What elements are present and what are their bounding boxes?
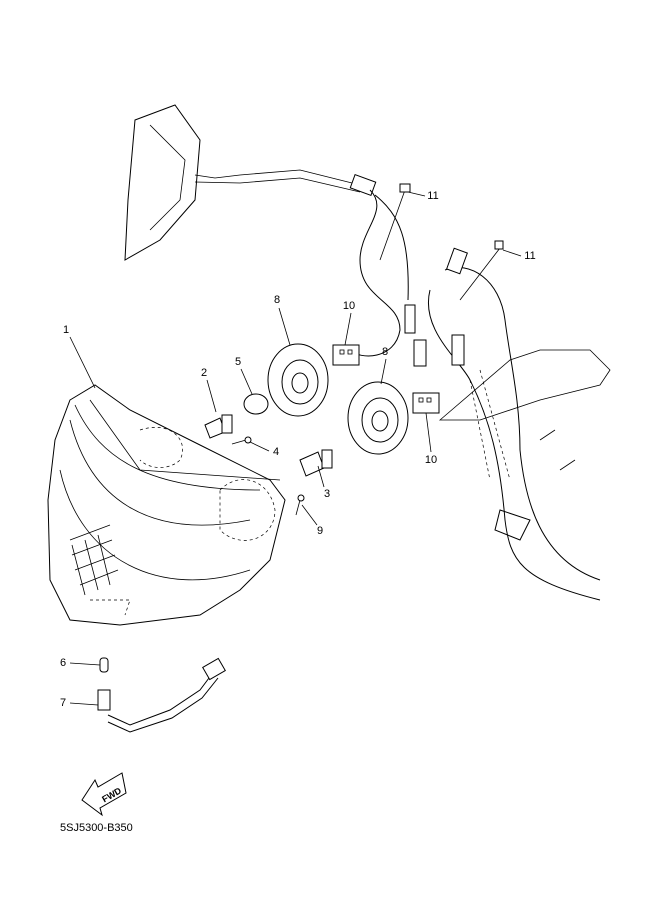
part-label-8: 8 bbox=[381, 346, 389, 358]
bulb-sockets bbox=[267, 343, 409, 455]
part-label-4: 4 bbox=[272, 446, 280, 458]
part-label-8: 8 bbox=[273, 294, 281, 306]
part-label-6: 6 bbox=[59, 657, 67, 669]
position-lamp bbox=[97, 657, 226, 733]
leader-lines bbox=[69, 191, 522, 706]
part-label-9: 9 bbox=[316, 525, 324, 537]
fwd-arrow-icon: FWD bbox=[81, 772, 127, 817]
wiring-harness bbox=[349, 183, 611, 601]
connectors bbox=[332, 344, 440, 414]
part-label-3: 3 bbox=[323, 488, 331, 500]
part-label-7: 7 bbox=[59, 697, 67, 709]
part-label-11: 11 bbox=[427, 190, 439, 202]
part-label-1: 1 bbox=[62, 324, 70, 336]
part-label-11: 11 bbox=[524, 250, 536, 262]
part-label-5: 5 bbox=[234, 356, 242, 368]
small-parts bbox=[204, 393, 333, 516]
part-label-2: 2 bbox=[200, 367, 208, 379]
headlight-assembly bbox=[47, 384, 286, 626]
upper-cover bbox=[124, 104, 377, 261]
drawing-code: 5SJ5300-B350 bbox=[60, 822, 133, 834]
part-label-10: 10 bbox=[342, 300, 356, 312]
part-label-10: 10 bbox=[424, 454, 438, 466]
